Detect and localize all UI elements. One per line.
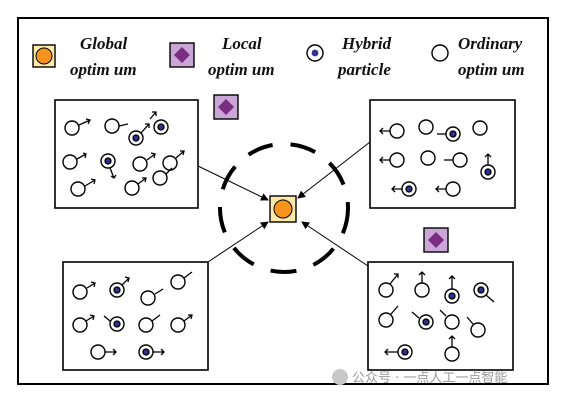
local-optimum-icon	[169, 42, 195, 68]
local-optimum-marker-top	[213, 94, 239, 120]
legend-local-line2: optim um	[208, 60, 275, 79]
arrow-top-left	[197, 165, 269, 201]
legend: Global optim um Local optim um Hybrid pa…	[32, 34, 525, 79]
particle-box-top-left	[54, 99, 199, 209]
legend-hybrid-line2: particle	[336, 60, 391, 79]
watermark: 公众号 · 一点人工一点智能	[332, 369, 507, 386]
arrow-bottom-right	[301, 221, 369, 267]
global-optimum-center	[269, 195, 297, 223]
legend-ordinary-line1: Ordinary	[458, 34, 523, 53]
particle-box-bottom-right	[367, 261, 514, 371]
particle-box-bottom-left	[62, 261, 209, 371]
legend-global-line2: optim um	[70, 60, 137, 79]
arrow-top-right	[297, 141, 371, 199]
connector-arrows	[197, 141, 371, 267]
hybrid-particle-icon	[306, 44, 324, 62]
ordinary-optimum-icon	[431, 44, 449, 62]
search-region	[218, 142, 350, 274]
watermark-text: 公众号 · 一点人工一点智能	[352, 371, 507, 386]
legend-ordinary-line2: optim um	[458, 60, 525, 79]
legend-local-line1: Local	[221, 34, 262, 53]
local-optimum-marker-right	[423, 227, 449, 253]
global-optimum-icon	[32, 44, 56, 68]
particle-box-top-right	[369, 99, 516, 209]
legend-global-line1: Global	[80, 34, 128, 53]
legend-hybrid-line1: Hybrid	[341, 34, 392, 53]
arrow-bottom-left	[207, 221, 269, 263]
